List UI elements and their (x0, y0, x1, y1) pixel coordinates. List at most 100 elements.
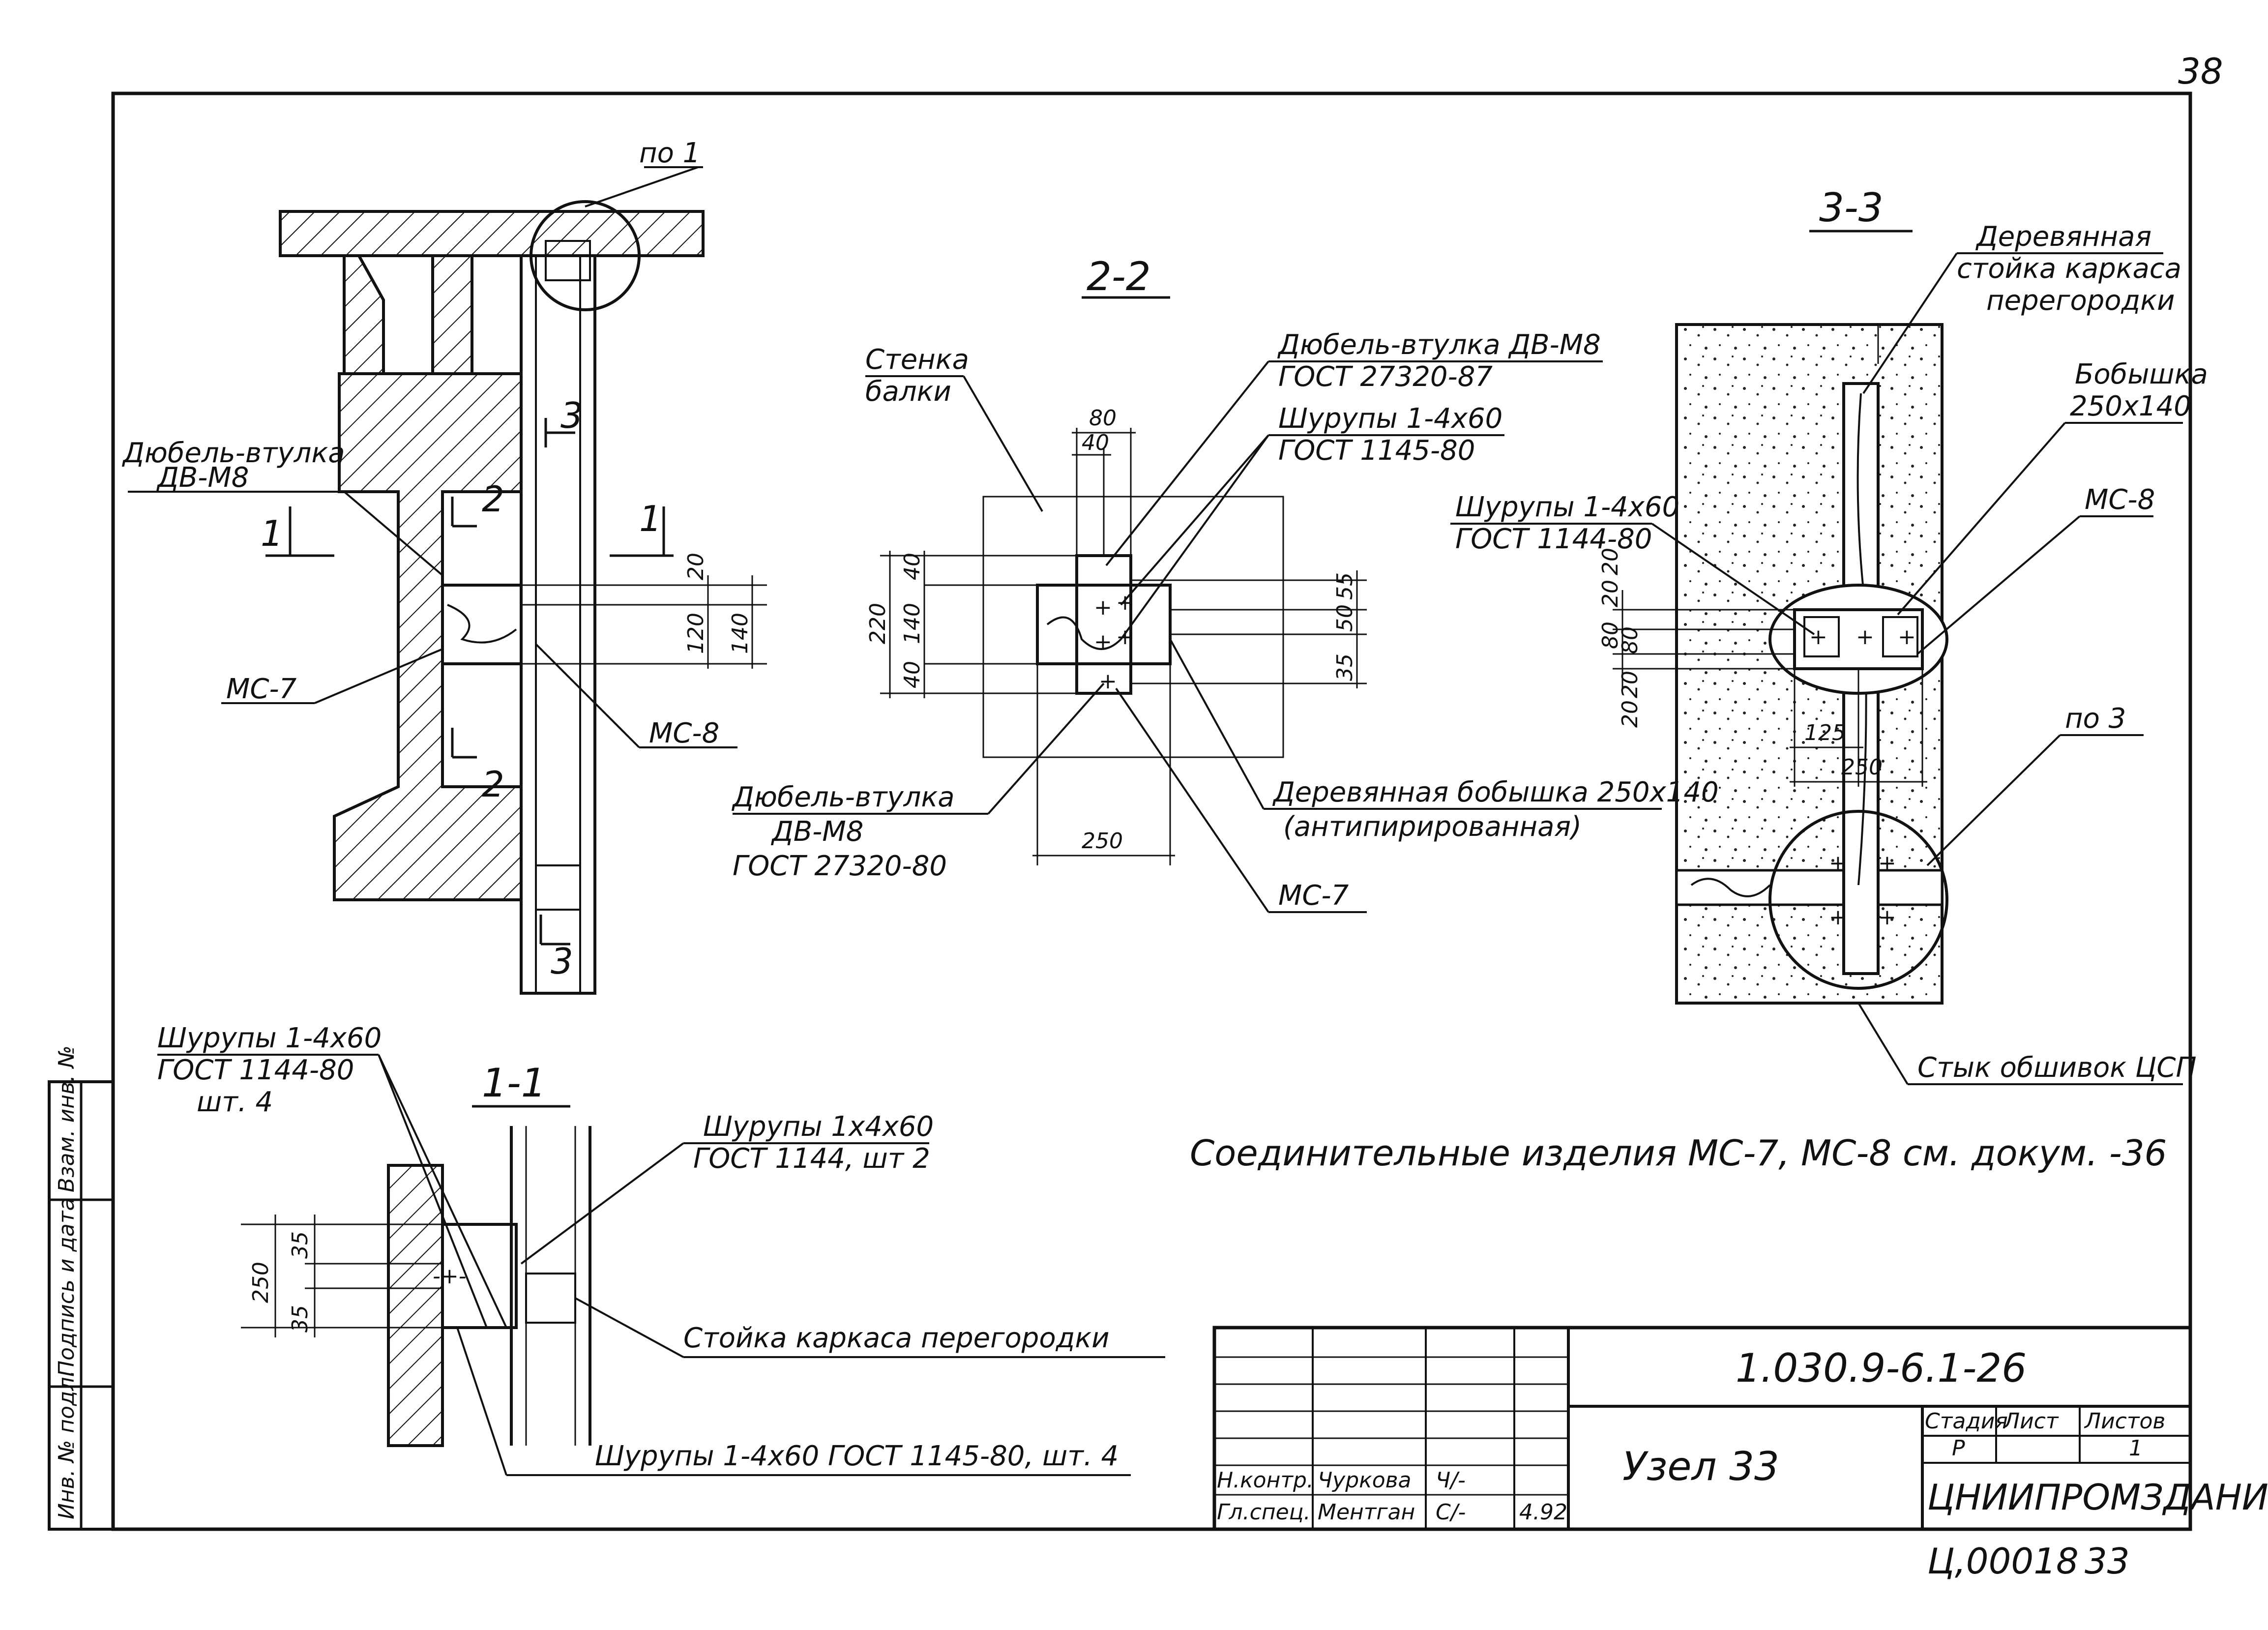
dim-220: 220 (865, 603, 890, 644)
tb-date-2: 4.92 (1519, 1500, 1567, 1525)
section-3-3-title: 3-3 (1819, 185, 1884, 231)
section-1-1: 1-1 -+- 250 35 35 Шурупы 1-4х60 ГОСТ 114… (157, 1022, 1165, 1476)
dim-3-20c: 20 (1618, 671, 1643, 698)
screws-1-left-2: ГОСТ 1144-80 (157, 1054, 354, 1086)
dowel-label-1: Дюбель-втулка (121, 437, 345, 469)
dim-40: 40 (1082, 430, 1109, 455)
mc7-label-2: МС-7 (1278, 880, 1349, 912)
stamp-replace: Взам. инв. № (54, 1045, 79, 1192)
dim-50: 50 (1332, 604, 1357, 632)
dim-40a: 40 (900, 553, 925, 580)
tb-name-1: Чуркова (1318, 1468, 1412, 1493)
callout-top: по 1 (639, 137, 700, 169)
detail-circle-1 (530, 200, 641, 311)
dowel-bottom-2: ДВ-М8 (770, 816, 863, 848)
dowel-bottom-1: Дюбель-втулка (731, 781, 955, 813)
screws-1-bottom: Шурупы 1-4х60 ГОСТ 1145-80, шт. 4 (595, 1440, 1119, 1472)
cut-1-right: 1 (639, 498, 662, 539)
stage-label: Стадия (1925, 1409, 2008, 1434)
footer-num: 33 (2085, 1541, 2130, 1582)
side-stamp: Инв. № подл. Подпись и дата Взам. инв. № (48, 1045, 115, 1531)
plus-3d: + (1829, 851, 1847, 876)
screws-1-right-2: ГОСТ 1144, шт 2 (693, 1143, 930, 1175)
tb-sign-1: Ч/- (1436, 1468, 1466, 1493)
plus-1a: -+- (433, 1264, 467, 1289)
dim-3-125: 125 (1804, 720, 1846, 745)
sheets-value: 1 (2129, 1436, 2143, 1461)
post-3-3: перегородки (1986, 285, 2175, 317)
dim-35: 35 (1332, 653, 1357, 681)
section-1-1-title: 1-1 (482, 1060, 546, 1106)
plus-3c: + (1898, 624, 1916, 650)
title-block: Н.контр. Чуркова Ч/- Гл.спец. Ментган С/… (1212, 1326, 2268, 1531)
screws-2: ГОСТ 1145-80 (1278, 435, 1475, 467)
sheets-label: Листов (2084, 1409, 2165, 1434)
cut-1-left: 1 (261, 513, 283, 554)
screws-3-1: Шурупы 1-4х60 (1455, 491, 1679, 523)
stamp-sign: Подпись и дата (54, 1198, 79, 1377)
dowel-label-2: ДВ-М8 (156, 462, 249, 494)
plus-3g: + (1878, 905, 1896, 930)
cut-3-bottom: 3 (551, 941, 573, 982)
boss-3-1: Бобышка (2075, 358, 2208, 390)
screws-3-2: ГОСТ 1144-80 (1455, 523, 1652, 555)
dim-250: 250 (1082, 829, 1123, 854)
post-3-1: Деревянная (1975, 221, 2151, 253)
footer-code: Ц,00018 (1927, 1541, 2079, 1582)
plus-4: + (1094, 629, 1112, 654)
sheet-label: Лист (2003, 1409, 2059, 1434)
mc7-label: МС-7 (226, 673, 297, 705)
screws-1-right-1: Шурупы 1х4х60 (703, 1111, 934, 1143)
wall-label-2: балки (865, 376, 951, 408)
dim-1-250: 250 (248, 1262, 273, 1303)
boss-2: (антипирированная) (1283, 811, 1582, 843)
plus-3a: + (1809, 624, 1827, 650)
stamp-inv: Инв. № подл. (54, 1370, 79, 1519)
plus-5: + (1099, 669, 1117, 694)
dowel-top-2: ГОСТ 27320-87 (1278, 361, 1493, 393)
dim-40b: 40 (900, 661, 925, 688)
plus-3: + (1116, 624, 1134, 650)
post-3-2: стойка каркаса (1957, 253, 2181, 285)
dim-55: 55 (1332, 572, 1357, 600)
plus-3f: + (1829, 905, 1847, 930)
dim-3-80b: 80 (1618, 626, 1643, 654)
screws-1: Шурупы 1-4х60 (1278, 403, 1502, 435)
section-2-2: 2-2 + + + + + 80 40 220 40 140 40 (731, 254, 1719, 913)
dim-1-35b: 35 (288, 1305, 313, 1333)
doc-number: 1.030.9-6.1-26 (1736, 1345, 2027, 1391)
dim-3-80a: 80 (1598, 622, 1623, 649)
dim-3-20d: 20 (1618, 700, 1643, 728)
post-1: Стойка каркаса перегородки (683, 1322, 1110, 1354)
dim-80: 80 (1089, 406, 1117, 431)
tb-role-2: Гл.спец. (1217, 1500, 1311, 1525)
boss-3-2: 250х140 (2070, 390, 2191, 422)
detail-circle-3 (1768, 810, 1948, 990)
dim-120: 120 (683, 613, 708, 654)
dim-3-20a: 20 (1598, 580, 1623, 607)
tb-role-1: Н.контр. (1217, 1468, 1314, 1493)
dim-140: 140 (900, 603, 925, 644)
mc8-label: МС-8 (649, 717, 719, 749)
screws-1-left-1: Шурупы 1-4х60 (157, 1022, 382, 1054)
plus-3b: + (1856, 624, 1874, 650)
dim-1-35a: 35 (288, 1231, 313, 1259)
callout-3: по 3 (2065, 703, 2126, 735)
section-2-2-title: 2-2 (1087, 254, 1151, 299)
plus-3e: + (1878, 851, 1896, 876)
mc8-3: МС-8 (2085, 484, 2155, 516)
page-number: 38 (2178, 51, 2223, 92)
connection-note: Соединительные изделия МС-7, МС-8 см. до… (1190, 1132, 2167, 1174)
dowel-top-1: Дюбель-втулка ДВ-М8 (1277, 329, 1601, 361)
sheet-title: Узел 33 (1622, 1444, 1779, 1489)
cut-2-top: 2 (482, 478, 504, 520)
joint-label: Стык обшивок ЦСП (1917, 1052, 2197, 1084)
wall-label-1: Стенка (865, 344, 969, 376)
drawing-frame (111, 91, 2192, 1531)
elevation-view: по 1 Дюбель-втулка ДВ-М8 МС-7 МС-8 1 1 2… (121, 137, 767, 995)
dim-3-250: 250 (1841, 755, 1883, 780)
plus-1: + (1094, 595, 1112, 620)
boss-1: Деревянная бобышка 250х140 (1272, 776, 1719, 808)
stage-value: Р (1952, 1436, 1965, 1461)
